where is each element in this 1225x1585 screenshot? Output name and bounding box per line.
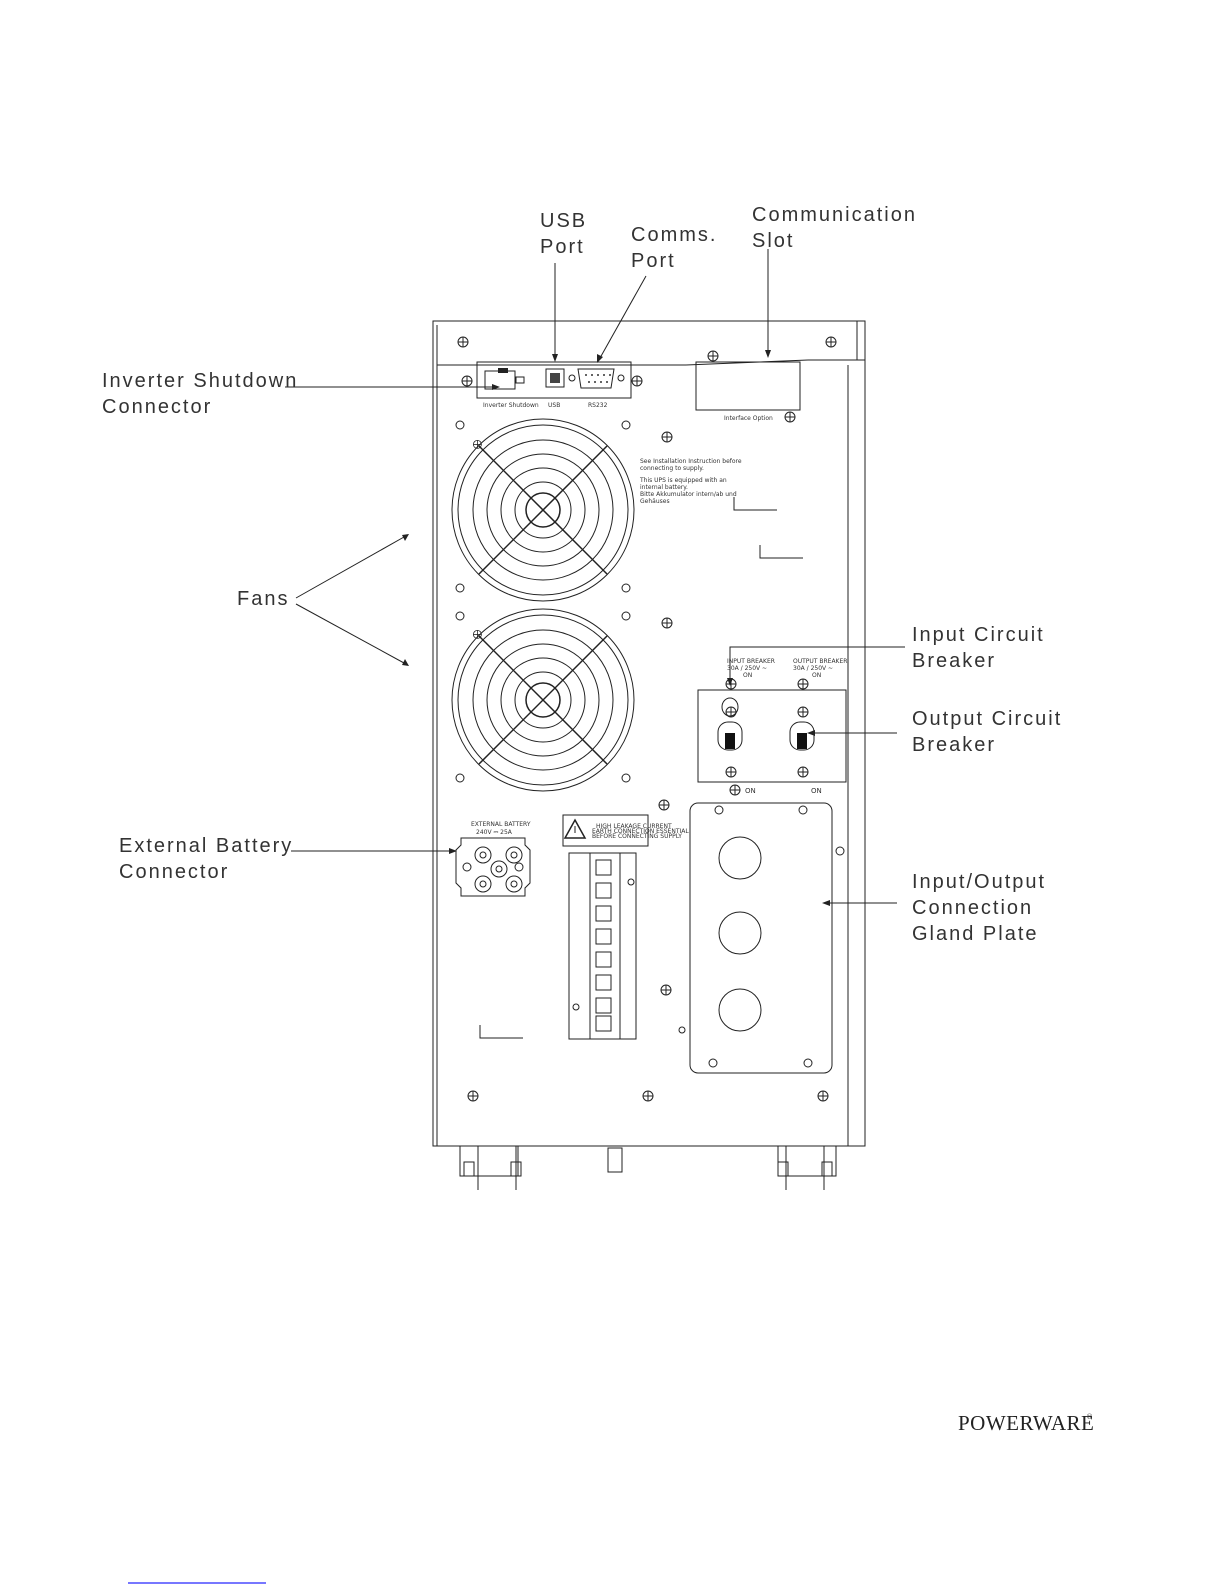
svg-text:Gehäuses: Gehäuses [640,498,670,505]
svg-text:ON: ON [743,672,752,679]
output-breaker-callout: Output Circuit [912,708,1062,730]
svg-text:Gland Plate: Gland Plate [912,923,1039,945]
external-battery-connector[interactable]: EXTERNAL BATTERY 240V ⎓ 25A [455,821,531,897]
external-battery-callout: External Battery [119,835,293,857]
svg-text:Connector: Connector [102,396,212,418]
fan-bottom [452,609,634,791]
fan-top [452,419,634,601]
rs232-port[interactable] [577,368,615,389]
comms-panel: Inverter Shutdown USB RS232 [461,361,643,409]
gland-plate-callout: Input/Output [912,871,1046,893]
terminal-block [568,852,686,1040]
casters [459,1145,837,1190]
inverter-shutdown-callout: Inverter Shutdown [102,370,298,392]
svg-text:POWERWARE: POWERWARE [958,1411,1094,1435]
svg-text:connecting to supply.: connecting to supply. [640,465,704,472]
svg-text:®: ® [1086,1413,1093,1421]
gland-plate[interactable] [689,802,845,1074]
comms-port-callout: Comms. [631,224,717,246]
interface-option-label: Interface Option [724,415,773,422]
communication-slot-callout: Communication [752,204,917,226]
callout-lines [285,249,905,906]
fans-callout: Fans [237,588,289,610]
breaker-panel: INPUT BREAKER 30A / 250V ~ ON OUTPUT BRE… [697,658,847,796]
rs232-label: RS232 [588,402,608,409]
input-circuit-breaker[interactable] [717,697,743,751]
svg-text:Port: Port [540,236,585,258]
usb-port[interactable] [545,368,565,388]
svg-text:See Installation Instruction b: See Installation Instruction before [640,458,742,465]
svg-text:30A / 250V ~: 30A / 250V ~ [727,665,767,672]
svg-text:240V ⎓ 25A: 240V ⎓ 25A [476,829,513,836]
usb-label: USB [548,402,560,409]
svg-text:Bitte Akkumulator intern/ab un: Bitte Akkumulator intern/ab und [640,491,737,498]
svg-text:HIGH LEAKAGE CURRENT: HIGH LEAKAGE CURRENT [596,823,672,830]
inverter-shutdown-connector[interactable] [484,370,516,390]
svg-text:ON: ON [812,672,821,679]
svg-text:Slot: Slot [752,230,794,252]
fan-screws [455,420,673,811]
svg-text:Breaker: Breaker [912,650,996,672]
safety-notice: See Installation Instruction before conn… [639,458,803,559]
input-breaker-callout: Input Circuit [912,624,1045,646]
svg-text:Breaker: Breaker [912,734,996,756]
svg-text:ON: ON [745,787,756,795]
svg-text:BEFORE CONNECTING SUPPLY: BEFORE CONNECTING SUPPLY [592,833,682,840]
callout-labels: USB Port Comms. Port Communication Slot … [102,204,1062,945]
svg-text:Port: Port [631,250,676,272]
svg-text:INPUT BREAKER: INPUT BREAKER [727,658,775,665]
output-circuit-breaker[interactable] [789,721,815,751]
svg-text:This UPS is equipped with an: This UPS is equipped with an [639,477,727,484]
warning-label: HIGH LEAKAGE CURRENT EARTH CONNECTION ES… [562,814,689,847]
powerware-logo: POWERWARE ® [958,1411,1094,1435]
svg-text:OUTPUT BREAKER: OUTPUT BREAKER [793,658,847,665]
svg-text:ON: ON [811,787,822,795]
svg-text:Connector: Connector [119,861,229,883]
inverter-shutdown-label: Inverter Shutdown [483,402,539,409]
svg-text:EXTERNAL BATTERY: EXTERNAL BATTERY [471,821,531,828]
svg-text:30A / 250V ~: 30A / 250V ~ [793,665,833,672]
svg-text:Connection: Connection [912,897,1033,919]
communication-slot[interactable]: Interface Option [695,350,801,423]
svg-text:internal battery.: internal battery. [640,484,688,491]
svg-text:EARTH CONNECTION ESSENTIAL: EARTH CONNECTION ESSENTIAL [592,828,689,835]
usb-port-callout: USB [540,210,587,232]
